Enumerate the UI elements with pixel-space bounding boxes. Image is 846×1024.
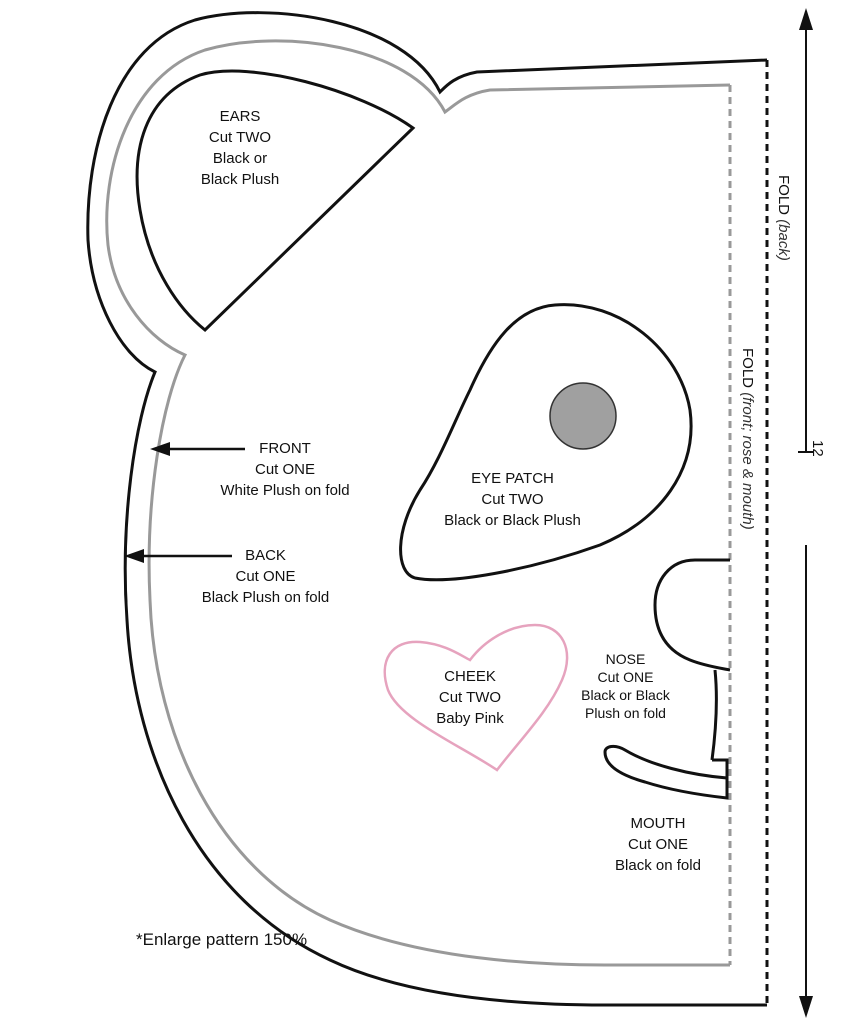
fold-front-label: FOLD (front; rose & mouth) (739, 348, 756, 530)
measure-arrow-bottom (799, 996, 813, 1018)
enlarge-note: *Enlarge pattern 150% (136, 930, 308, 949)
eye-patch-piece (399, 303, 693, 582)
mouth-label: MOUTH Cut ONE Black on fold (615, 815, 701, 874)
back-arrow-head (124, 549, 144, 563)
front-label: FRONT Cut ONE White Plush on fold (220, 440, 350, 499)
nose-piece (653, 558, 731, 672)
cheek-heart (383, 623, 569, 772)
eye-patch-label: EYE PATCH Cut TWO Black or Black Plush (444, 470, 581, 529)
cheek-label: CHEEK Cut TWO Baby Pink (436, 668, 504, 727)
nose-label: NOSE Cut ONE Black or Black Plush on fol… (581, 651, 670, 721)
eye-dot (549, 382, 617, 450)
back-label: BACK Cut ONE Black Plush on fold (201, 547, 330, 606)
head-inner-outline (105, 39, 731, 967)
fold-back-label: FOLD (back) (775, 175, 792, 261)
measure-arrow-top (799, 8, 813, 30)
head-outer-outline (86, 11, 768, 1007)
mouth-piece (603, 669, 729, 800)
front-arrow-head (150, 442, 170, 456)
measurement-label: 12 (809, 440, 826, 457)
ear-piece (135, 69, 416, 332)
ears-label: EARS Cut TWO Black or Black Plush (200, 108, 280, 188)
